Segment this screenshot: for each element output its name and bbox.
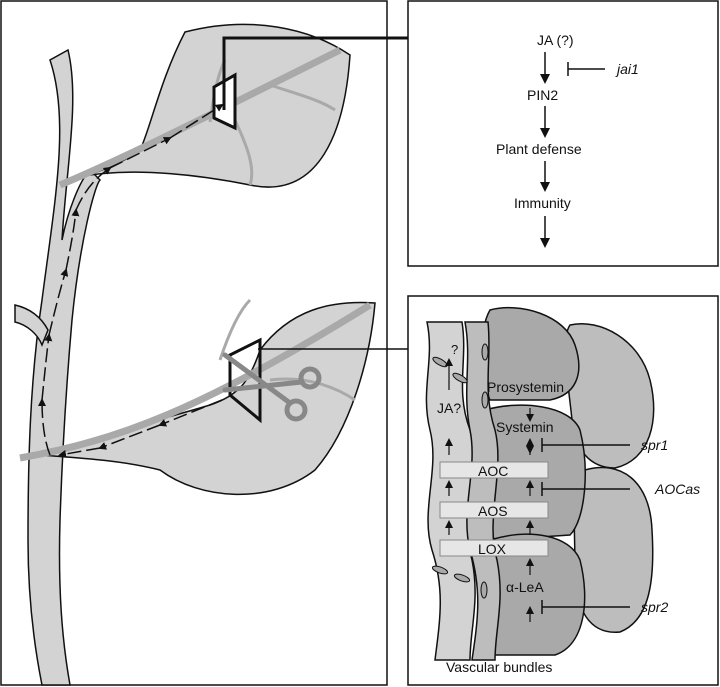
aocas-inhibition [541, 482, 630, 496]
label-vascular-bundles: Vascular bundles [446, 659, 552, 675]
pathway-plant-defense: Plant defense [496, 141, 582, 157]
plant-panel [0, 0, 522, 686]
label-systemin: Systemin [496, 419, 554, 435]
organelles [431, 343, 489, 599]
label-ja: JA? [437, 400, 461, 416]
lower-leaf [19, 298, 376, 496]
jai1-inhibition [567, 62, 605, 76]
label-alpha-lea: α-LeA [506, 579, 544, 595]
label-aocas: AOCas [654, 481, 700, 497]
label-spr1: spr1 [641, 437, 668, 453]
spr2-inhibition [541, 600, 630, 614]
scissors-icon [222, 352, 322, 422]
label-spr2: spr2 [641, 599, 668, 615]
wound-site-box [228, 337, 262, 424]
pathway-panel-frame [407, 0, 719, 267]
pathway-ja: JA (?) [537, 32, 574, 48]
label-question: ? [451, 342, 458, 357]
inhibitor-jai1: jai1 [615, 61, 639, 77]
pathway-immunity: Immunity [514, 195, 571, 211]
label-lox: LOX [478, 541, 507, 557]
label-prosystemin: Prosystemin [487, 379, 564, 395]
enzyme-bar-aos [439, 501, 549, 519]
enzyme-bar-aoc [439, 461, 549, 479]
enzyme-bar-lox [439, 539, 549, 557]
pathway-panel: JA (?) jai1 PIN2 Plant defense Immunity [407, 0, 719, 267]
label-aos: AOS [478, 503, 508, 519]
label-aoc: AOC [478, 463, 508, 479]
cell-panel: ? JA? Prosystemin Systemin AOC AOS LOX α… [407, 295, 719, 686]
signal-path [38, 103, 224, 458]
ja-transport-arrows [445, 358, 534, 622]
pathway-pin2: PIN2 [527, 87, 558, 103]
plant-side-branch [14, 304, 49, 348]
spr1-inhibition [541, 438, 630, 452]
vascular-strand-inner [464, 321, 501, 661]
